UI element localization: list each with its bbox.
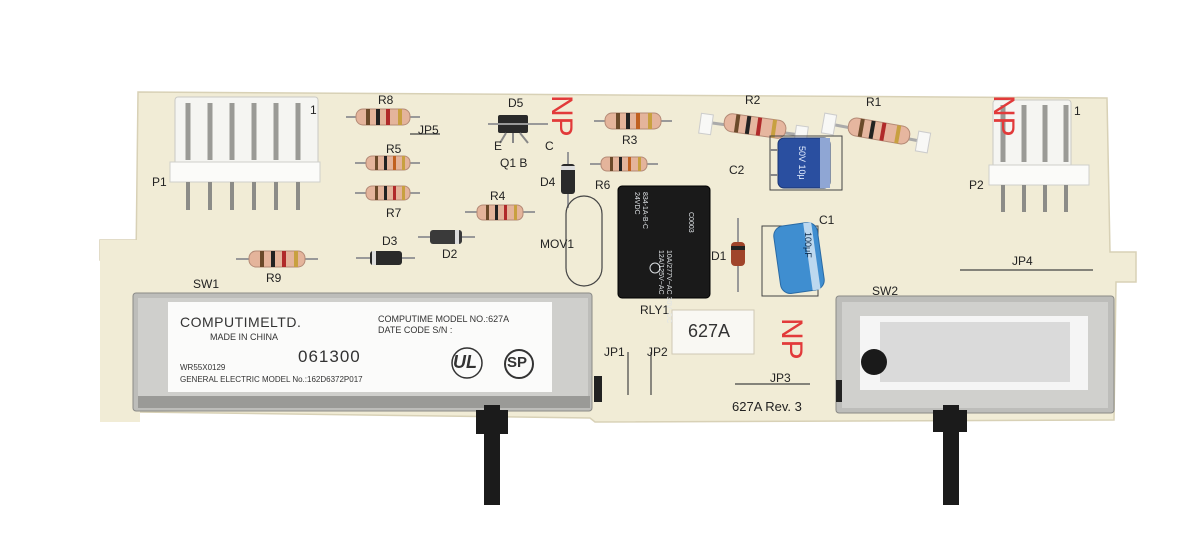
silk-p2: P2 <box>969 178 984 192</box>
silk-r9: R9 <box>266 271 282 285</box>
relay-text-5: 12A/125V~AC <box>657 250 664 295</box>
silk-one-right: 1 <box>1074 104 1081 118</box>
silk-jp5: JP5 <box>418 123 439 137</box>
silk-d3: D3 <box>382 234 398 248</box>
silk-c2: C2 <box>729 163 745 177</box>
relay-rly1 <box>617 185 711 299</box>
diode-d1 <box>731 218 745 292</box>
silk-r7: R7 <box>386 206 402 220</box>
relay-text-3: C0003 <box>687 212 694 233</box>
diode-d3 <box>356 251 415 265</box>
capacitor-c1-text: 100μF <box>803 232 813 258</box>
resistor-r8 <box>346 108 420 126</box>
silk-q1b: Q1 B <box>500 156 528 170</box>
resistor-r6 <box>590 156 658 172</box>
resistor-r5 <box>355 155 420 171</box>
label-made-in: MADE IN CHINA <box>210 332 279 342</box>
marker-np-3: NP <box>775 318 808 360</box>
connector-p1 <box>169 96 321 210</box>
marker-np-2: NP <box>987 95 1020 137</box>
silk-jp2: JP2 <box>647 345 668 359</box>
silk-c1: C1 <box>819 213 835 227</box>
silk-r8: R8 <box>378 93 394 107</box>
relay-text-4: 10A/277V~AC 30V~DC <box>665 250 672 324</box>
silk-r5: R5 <box>386 142 402 156</box>
silk-r1: R1 <box>866 95 882 109</box>
label-brand: COMPUTIMELTD. <box>180 314 302 330</box>
label-date-value: 061300 <box>298 347 361 366</box>
label-part-no: WR55X0129 <box>180 363 226 372</box>
connector-p2 <box>988 99 1090 212</box>
silk-rly1: RLY1 <box>640 303 670 317</box>
silk-r4: R4 <box>490 189 506 203</box>
csa-logo: SP <box>503 346 543 382</box>
silk-one-left: 1 <box>310 103 317 117</box>
resistor-r4 <box>465 204 535 221</box>
label-model-line: COMPUTIME MODEL NO.:627A <box>378 314 510 324</box>
silk-d4: D4 <box>540 175 556 189</box>
label-date-code: DATE CODE S/N : <box>378 325 453 335</box>
mov1-outline <box>565 195 603 287</box>
silk-sw1: SW1 <box>193 277 220 291</box>
capacitor-c1 <box>761 221 825 297</box>
silk-r6: R6 <box>595 178 611 192</box>
model-sticker <box>671 309 755 355</box>
capacitor-c2 <box>769 135 843 191</box>
sw2-black-dot <box>861 349 887 375</box>
relay-text-2: 24VDC <box>633 192 640 215</box>
silk-mov1: MOV1 <box>540 237 575 251</box>
sw1-label-sticker: COMPUTIMELTD. MADE IN CHINA COMPUTIME MO… <box>168 302 552 392</box>
silk-r3: R3 <box>622 133 638 147</box>
jumper-lines <box>410 133 1093 395</box>
silk-d5: D5 <box>508 96 524 110</box>
silk-revision: 627A Rev. 3 <box>732 399 802 414</box>
silk-r2: R2 <box>745 93 761 107</box>
relay-text-1: 834-1A-B-C <box>641 192 648 229</box>
capacitor-c2-text: 50V 10μ <box>797 146 807 180</box>
silk-d1: D1 <box>711 249 727 263</box>
silk-c: C <box>545 139 554 153</box>
resistor-r7 <box>355 185 420 201</box>
switch-sw2 <box>835 295 1115 505</box>
resistor-r9 <box>236 250 318 268</box>
diode-d4 <box>561 152 575 208</box>
silk-jp3: JP3 <box>770 371 791 385</box>
label-ge-model: GENERAL ELECTRIC MODEL No.:162D6372P017 <box>180 375 363 384</box>
resistor-r1 <box>820 112 932 154</box>
silk-e: E <box>494 139 503 153</box>
silk-d2: D2 <box>442 247 458 261</box>
silk-jp1: JP1 <box>604 345 625 359</box>
resistor-r3 <box>594 112 672 130</box>
diode-d2 <box>418 230 475 244</box>
marker-np-1: NP <box>545 95 578 137</box>
silk-p1: P1 <box>152 175 167 189</box>
silk-jp4: JP4 <box>1012 254 1033 268</box>
silk-sw2: SW2 <box>872 284 899 298</box>
transistor-q1 <box>498 115 529 144</box>
marker-model-627a: 627A <box>688 321 731 341</box>
ul-logo: UL <box>449 345 491 381</box>
